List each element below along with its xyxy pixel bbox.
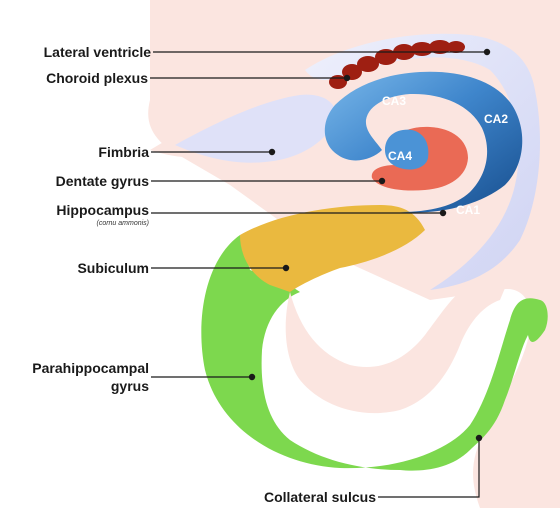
label-subiculum: Subiculum <box>10 260 149 277</box>
label-dentate-gyrus: Dentate gyrus <box>10 173 149 190</box>
label-fimbria: Fimbria <box>10 144 149 161</box>
label-choroid-plexus: Choroid plexus <box>10 70 148 87</box>
label-hippocampus: Hippocampus <box>10 202 149 219</box>
label-collateral-sulcus: Collateral sulcus <box>200 489 376 506</box>
label-lateral-ventricle: Lateral ventricle <box>10 44 151 61</box>
label-parahippocampal-line2: gyrus <box>10 378 149 395</box>
label-cornu-ammonis: (cornu ammonis) <box>10 220 149 227</box>
region-label-ca1: CA1 <box>456 203 480 217</box>
region-label-ca2: CA2 <box>484 112 508 126</box>
region-label-ca4: CA4 <box>388 149 412 163</box>
label-parahippocampal-line1: Parahippocampal <box>10 360 149 377</box>
parahippocampal-inner-edge <box>286 284 505 413</box>
region-label-ca3: CA3 <box>382 94 406 108</box>
